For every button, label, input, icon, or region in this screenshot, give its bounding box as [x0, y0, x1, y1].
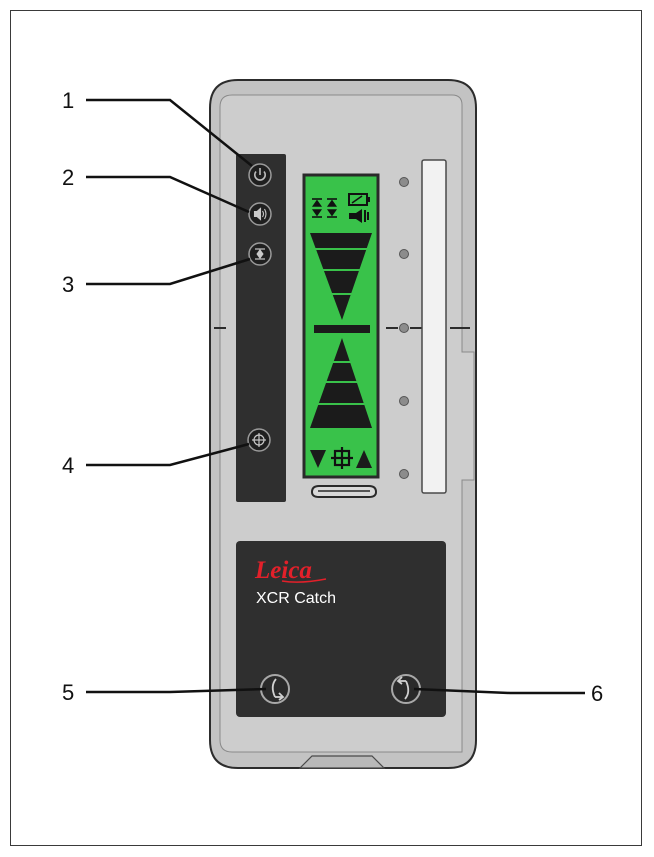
speaker-icon — [253, 207, 267, 221]
volume-indicator-icon — [349, 209, 369, 223]
led-indicator — [399, 469, 409, 479]
battery-icon — [348, 193, 370, 206]
brand-logo-underline — [281, 578, 327, 583]
leader-line-4 — [86, 442, 250, 467]
on-grade-bar — [314, 325, 370, 333]
crosshair-icon — [252, 433, 266, 447]
led-indicator — [399, 396, 409, 406]
move-up-arrow — [310, 338, 372, 428]
move-down-arrow — [310, 233, 372, 320]
power-icon — [254, 168, 266, 181]
callout-leaders — [86, 98, 585, 695]
display-slot — [310, 485, 378, 498]
laser-receiver-window — [421, 159, 447, 494]
led-indicator — [399, 249, 409, 259]
leader-line-5 — [86, 687, 267, 694]
label-panel — [236, 541, 446, 717]
rotate-counterclockwise-icon — [271, 678, 285, 701]
callout-2: 2 — [62, 165, 74, 190]
callout-5: 5 — [62, 680, 74, 705]
rotate-clockwise-icon — [396, 676, 410, 700]
leader-line-2 — [86, 175, 250, 214]
leader-line-6 — [413, 687, 585, 695]
right-clamp-release-button[interactable] — [391, 674, 421, 704]
volume-button[interactable] — [248, 202, 272, 226]
callout-4: 4 — [62, 453, 74, 478]
led-indicator — [399, 177, 409, 187]
accuracy-indicator-icon — [311, 198, 338, 218]
callout-3: 3 — [62, 272, 74, 297]
callout-6: 6 — [591, 681, 603, 706]
accuracy-icon — [255, 248, 265, 260]
leader-line-1 — [86, 98, 253, 167]
center-indicator-icon — [331, 447, 353, 469]
button-panel — [236, 154, 286, 502]
accuracy-button[interactable] — [248, 242, 272, 266]
power-button[interactable] — [248, 163, 272, 187]
led-indicator — [399, 323, 409, 333]
down-triangle-indicator — [310, 450, 326, 468]
center-button[interactable] — [247, 428, 271, 452]
leader-line-3 — [86, 257, 251, 286]
brand-logo: Leica — [254, 557, 312, 584]
up-triangle-indicator — [356, 450, 372, 468]
device-bottom-notch — [298, 755, 386, 769]
callout-1: 1 — [62, 88, 74, 113]
lcd-display — [302, 173, 380, 479]
model-name: XCR Catch — [256, 590, 336, 607]
